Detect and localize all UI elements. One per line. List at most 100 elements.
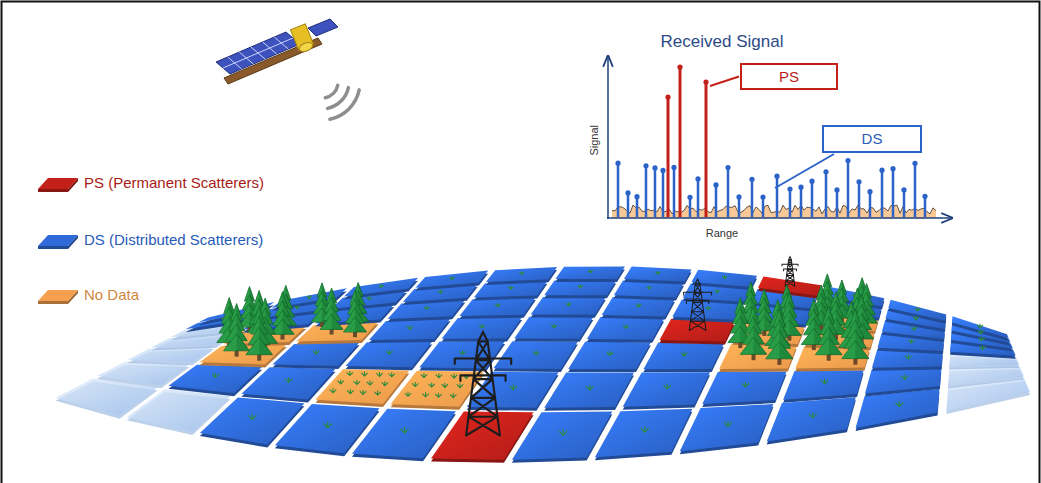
grass-tuft [442,383,448,387]
tile-face [587,317,664,340]
signal-spike [892,169,895,217]
tree-highlight [842,341,856,359]
tile-face [595,409,692,458]
signal-spike [914,163,917,217]
grass-tuft [664,384,671,389]
callout-box: DS [822,125,922,153]
tile-face [643,343,723,370]
grass-tuft [607,351,614,356]
signal-spike [776,176,779,217]
tile-face [767,397,856,441]
spike-tip [834,187,839,192]
grass-tuft [407,325,413,329]
ground-tile [952,316,1009,341]
grass-tuft [307,295,312,299]
ground-tile [544,280,616,298]
signal-spike [667,97,670,217]
conifer-tree [246,307,273,361]
grass-tuft [508,286,513,289]
legend-swatch [38,290,78,304]
swatch-edge [38,246,68,249]
tree-highlight [246,337,259,354]
ground-tile [702,371,786,407]
ground-tile [587,317,664,343]
grass-tuft [895,401,903,406]
tile-face [680,404,774,451]
grass-tuft [623,324,629,328]
tree-highlight [766,341,780,359]
grass-tuft [821,379,828,384]
grass-tuft [248,414,256,420]
ground-tile [623,372,710,410]
tree-foliage [740,337,766,354]
grass-tuft [715,289,720,293]
tile-face [369,318,451,340]
ground-tile [692,270,758,290]
noise-line [612,205,936,214]
ground-tile [680,404,774,454]
callout-box: PS [740,63,838,90]
grass-tuft [979,345,985,349]
pylon-tower [782,257,798,286]
grass-tuft [360,390,366,394]
spike-tip [856,179,861,184]
spike-tip [695,176,700,181]
legend-swatch [38,235,78,249]
signal-spike [645,166,648,217]
spike-tip [713,182,718,187]
grass-tuft [367,296,372,300]
pylon-tower [684,279,712,330]
signal-chart [607,56,952,219]
tree-foliage [224,334,250,351]
tile-face [544,372,634,407]
spike-tip [665,94,670,99]
grass-tuft [435,393,441,397]
ground-tile [595,409,692,461]
grass-tuft [424,306,429,310]
grass-tuft [977,324,983,328]
ground-tile [544,372,634,410]
spike-tip [787,186,792,191]
spike-tip [687,195,692,200]
grass-tuft [212,373,219,378]
spike-tip [671,165,676,170]
signal-spike [705,82,708,217]
grass-tuft [908,339,914,343]
spike-tip [798,185,803,190]
grass-tuft [742,382,749,387]
tree-highlight [320,315,331,330]
tile-face [602,297,675,316]
leader-line [775,154,834,188]
grass-tuft [647,286,652,289]
grass-tuft [457,383,463,387]
solar-panel [308,19,338,36]
spike-tip [652,165,657,170]
satellite [216,19,338,84]
grass-tuft [450,276,455,279]
tile-face [346,341,433,367]
ground-tile [568,342,651,373]
spike-tip [912,161,917,166]
grass-tuft [459,350,466,355]
grass-tuft [978,337,984,341]
signal-spike [825,172,828,217]
leader-line [710,77,739,87]
signal-spike [924,196,927,217]
ground-tile [531,297,606,318]
signal-spike [858,182,861,217]
grass-tuft [337,379,343,383]
grass-tuft [913,316,919,320]
tree-highlight [343,317,355,332]
ground-tile [555,267,625,283]
ground-tile [888,300,946,324]
callout-label: DS [862,130,883,147]
legend-swatches [38,178,78,304]
grass-tuft [510,385,517,390]
spike-tip [736,194,741,199]
grass-tuft [421,373,427,377]
tile-face [531,297,606,315]
signal-spike [751,179,754,217]
grass-tuft [379,284,384,287]
grass-tuft [551,324,557,328]
